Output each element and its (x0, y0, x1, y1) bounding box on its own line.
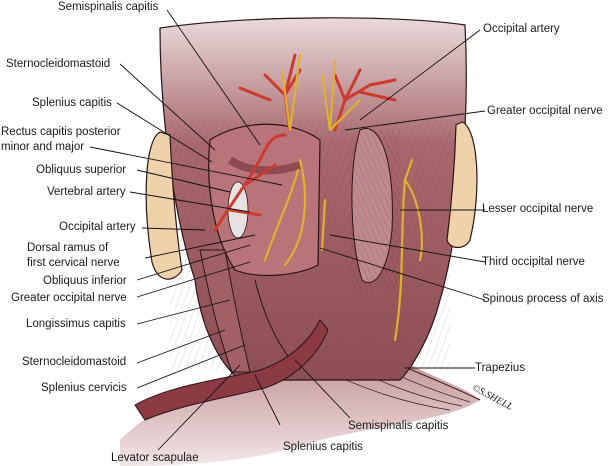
label-trapezius: Trapezius (475, 362, 526, 374)
label-third-occipital-nerve: Third occipital nerve (482, 256, 585, 268)
label-occipital-artery: Occipital artery (59, 221, 136, 233)
label-splenius-cervicis: Splenius cervicis (41, 382, 127, 394)
label-splenius-capitis: Splenius capitis (32, 97, 112, 109)
label-vertebral-artery: Vertebral artery (47, 186, 126, 198)
leader-lines (89, 9, 486, 451)
label-obliquus-inferior: Obliquus inferior (43, 275, 127, 287)
label-dorsal-ramus-line2: first cervical nerve (27, 257, 120, 269)
label-longissimus-capitis: Longissimus capitis (26, 318, 126, 330)
label-sternocleidomastoid: Sternocleidomastoid (6, 58, 111, 70)
label-lesser-occipital-nerve: Lesser occipital nerve (482, 203, 594, 215)
label-dorsal-ramus-line1: Dorsal ramus of (27, 242, 109, 254)
label-levator-scapulae: Levator scapulae (111, 452, 199, 464)
label-greater-occipital-nerve-right: Greater occipital nerve (487, 105, 603, 117)
left-ear (145, 131, 183, 280)
label-occipital-artery-right: Occipital artery (483, 23, 560, 35)
label-rectus-capitis-line2: minor and major (1, 141, 85, 153)
label-semispinalis-capitis-lower: Semispinalis capitis (348, 420, 449, 432)
nerves (263, 53, 423, 342)
label-semispinalis-capitis: Semispinalis capitis (58, 1, 159, 13)
label-greater-occipital-nerve: Greater occipital nerve (11, 292, 127, 304)
label-sternocleidomastoid-lower: Sternocleidomastoid (22, 356, 127, 368)
right-ear (446, 121, 478, 249)
levator-scapulae-muscle (134, 319, 329, 421)
label-rectus-capitis-line1: Rectus capitis posterior (1, 126, 121, 138)
label-obliquus-superior: Obliquus superior (36, 164, 127, 176)
label-spinous-process-of-axis: Spinous process of axis (482, 293, 604, 305)
label-splenius-capitis-lower: Splenius capitis (283, 441, 363, 453)
